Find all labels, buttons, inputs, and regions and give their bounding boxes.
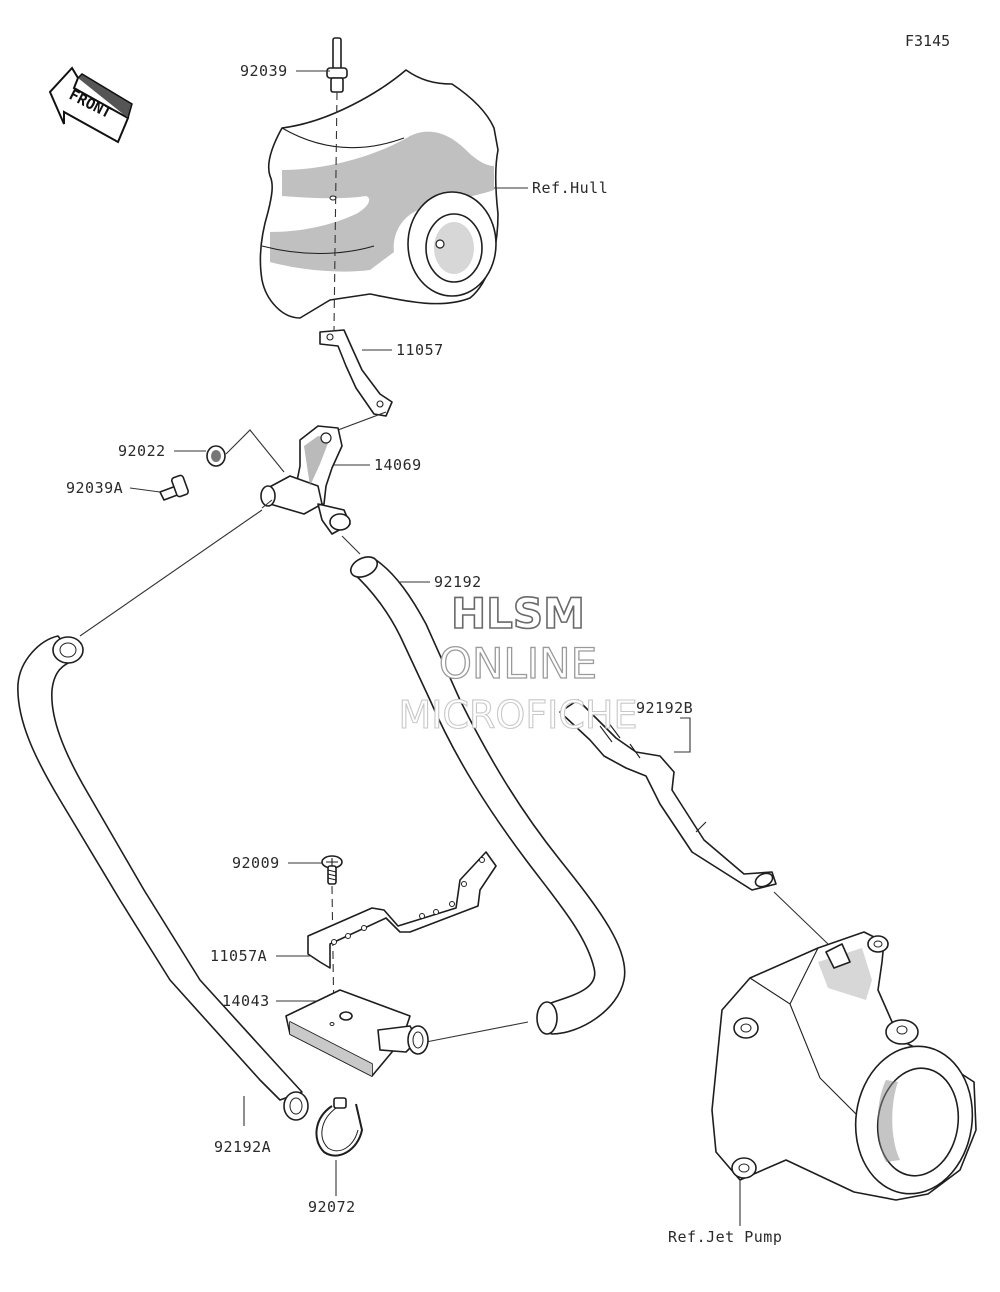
bracket-11057 xyxy=(319,329,393,417)
label-92192A: 92192A xyxy=(214,1138,271,1156)
label-92192B: 92192B xyxy=(636,699,693,717)
rivet-92039A xyxy=(159,474,190,501)
label-92192: 92192 xyxy=(434,573,482,591)
watermark-line-3: MICROFICHE xyxy=(398,693,637,737)
hose-92192B xyxy=(559,699,777,891)
bracket-11057A xyxy=(307,851,497,969)
label-92022: 92022 xyxy=(118,442,166,460)
washer-92022 xyxy=(206,445,226,467)
label-14069: 14069 xyxy=(374,456,422,474)
watermark-line-1: HLSM xyxy=(451,589,585,638)
hose-92192A xyxy=(17,635,309,1121)
label-14043: 14043 xyxy=(222,992,270,1010)
clamp-92072 xyxy=(315,1097,364,1157)
label-92039: 92039 xyxy=(240,62,288,80)
pin-92039 xyxy=(326,37,348,93)
label-ref-hull: Ref.Hull xyxy=(532,179,608,197)
watermark: HLSM ONLINE MICROFICHE xyxy=(398,588,638,737)
jet-pump-reference-drawing xyxy=(711,931,977,1201)
front-arrow-icon: FRONT xyxy=(48,66,133,144)
watermark-line-2: ONLINE xyxy=(439,639,597,688)
label-11057: 11057 xyxy=(396,341,444,359)
hull-reference-drawing xyxy=(259,69,499,319)
label-92039A: 92039A xyxy=(66,479,123,497)
fitting-14069 xyxy=(260,425,351,535)
screw-92009 xyxy=(321,855,343,885)
label-92009: 92009 xyxy=(232,854,280,872)
figure-id: F3145 xyxy=(905,32,950,50)
label-11057A: 11057A xyxy=(210,947,267,965)
filter-14043 xyxy=(285,989,429,1077)
label-ref-jet-pump: Ref.Jet Pump xyxy=(668,1228,782,1246)
label-92072: 92072 xyxy=(308,1198,356,1216)
hose-92192 xyxy=(349,556,626,1035)
